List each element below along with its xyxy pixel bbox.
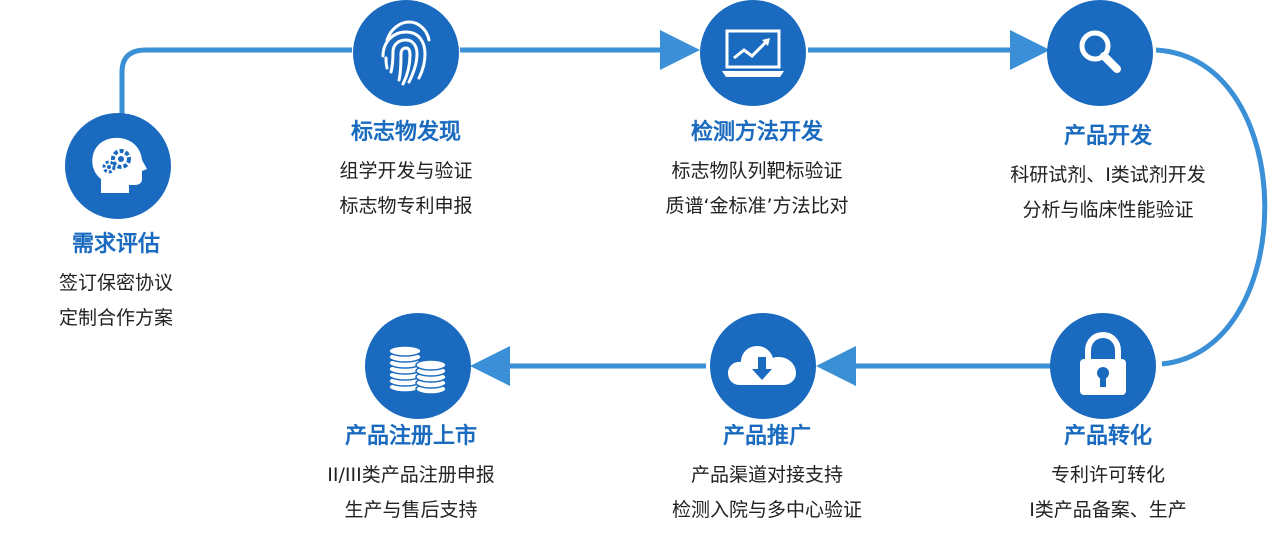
- step-detail: 检测入院与多中心验证: [671, 499, 862, 521]
- step-detail: 定制合作方案: [58, 307, 173, 329]
- step-title: 需求评估: [71, 232, 160, 257]
- step-title: 产品推广: [722, 424, 811, 449]
- registration-circle: [365, 313, 471, 419]
- cloud-download-icon: [728, 346, 796, 385]
- connector-demand-to-biomarker: [119, 47, 352, 118]
- step-registration: 产品注册上市 II/III类产品注册申报 生产与售后支持: [261, 422, 561, 528]
- step-title: 产品转化: [1063, 424, 1152, 449]
- method-circle: [700, 0, 806, 106]
- head-gears-icon: [92, 137, 147, 193]
- magnifier-icon: [1079, 30, 1121, 73]
- step-title: 产品开发: [1063, 124, 1152, 149]
- promotion-circle: [710, 313, 816, 419]
- step-title: 检测方法开发: [690, 120, 823, 145]
- connector-product-dev-to-transfer: [1155, 47, 1268, 367]
- fingerprint-icon: [381, 20, 431, 86]
- step-detail: 签订保密协议: [58, 272, 173, 294]
- step-detail: 标志物专利申报: [339, 195, 473, 217]
- step-detail: 产品渠道对接支持: [690, 464, 843, 486]
- step-title: 产品注册上市: [344, 424, 477, 449]
- padlock-icon: [1080, 331, 1126, 395]
- step-title: 标志物发现: [350, 120, 461, 145]
- transfer-circle: [1050, 313, 1156, 419]
- demand-circle: [65, 113, 171, 219]
- step-detail: 生产与售后支持: [344, 499, 478, 521]
- step-promotion: 产品推广 产品渠道对接支持 检测入院与多中心验证: [617, 422, 917, 528]
- product-dev-circle: [1047, 0, 1153, 106]
- step-detail: 标志物队列靶标验证: [671, 160, 843, 182]
- step-biomarker: 标志物发现 组学开发与验证 标志物专利申报: [256, 118, 556, 224]
- biomarker-circle: [353, 0, 459, 106]
- step-detail: 质谱‘金标准’方法比对: [665, 195, 849, 217]
- coin-stacks-icon: [388, 345, 447, 395]
- monitor-chart-icon: [722, 29, 784, 77]
- step-product-dev: 产品开发 科研试剂、I类试剂开发 分析与临床性能验证: [958, 122, 1258, 228]
- step-detail: II/III类产品注册申报: [327, 464, 495, 486]
- step-method: 检测方法开发 标志物队列靶标验证 质谱‘金标准’方法比对: [607, 118, 907, 224]
- step-detail: 专利许可转化: [1050, 464, 1165, 486]
- step-detail: 分析与临床性能验证: [1022, 199, 1194, 221]
- step-demand: 需求评估 签订保密协议 定制合作方案: [0, 230, 266, 336]
- step-detail: I类产品备案、生产: [1029, 499, 1187, 521]
- step-transfer: 产品转化 专利许可转化 I类产品备案、生产: [958, 422, 1258, 528]
- step-detail: 科研试剂、I类试剂开发: [1010, 164, 1206, 186]
- step-detail: 组学开发与验证: [339, 160, 473, 182]
